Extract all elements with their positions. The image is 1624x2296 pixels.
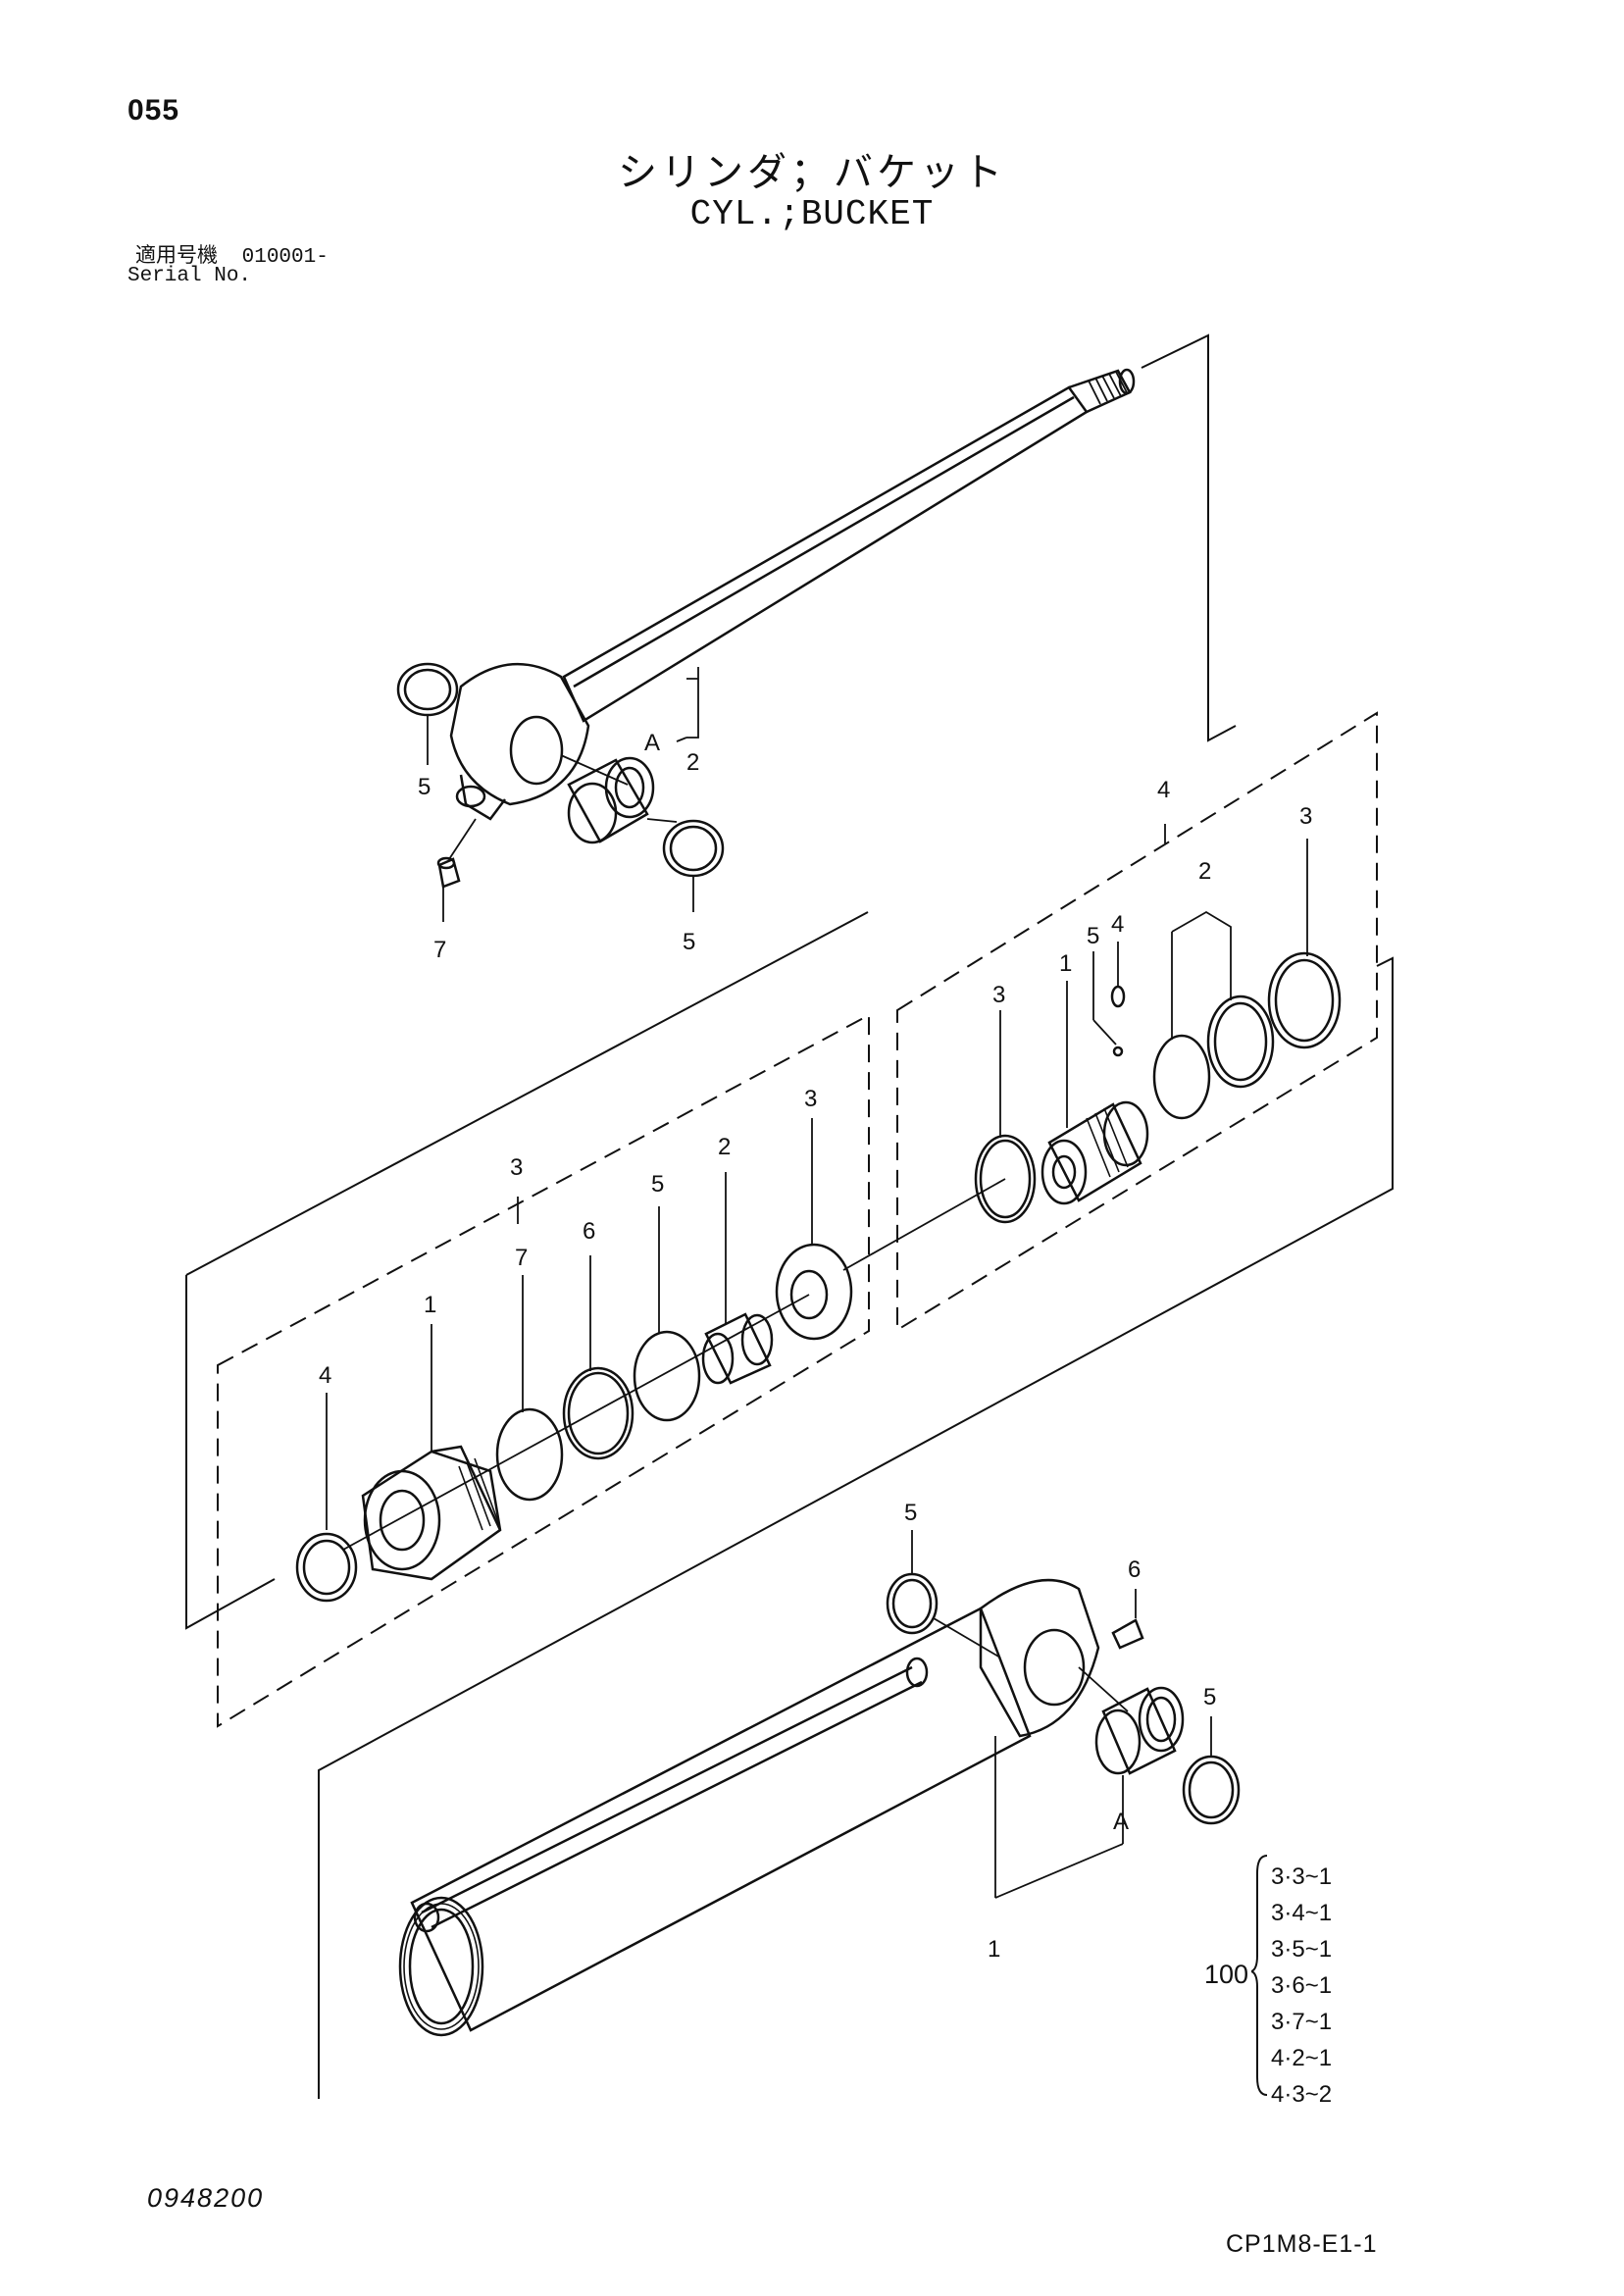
seal-kit-item: 3·5~1 <box>1271 1936 1333 1963</box>
rod-head-cover <box>361 1445 502 1581</box>
serial-line: 適用号機 010001- <box>135 239 329 269</box>
callout-tube-1: 1 <box>988 1936 1000 1963</box>
callout-piston-3a: 3 <box>1299 803 1312 830</box>
callout-piston-2: 2 <box>1198 858 1211 885</box>
callout-head-kit: 3 <box>510 1154 523 1181</box>
callout-piston-3b: 3 <box>992 982 1005 1008</box>
callout-labels: 5 A 2 5 7 4 3 3 1 5 4 2 3 3 2 5 6 7 1 4 … <box>319 730 1312 1963</box>
callout-piston-5: 5 <box>1087 923 1099 949</box>
serial-label-jp: 適用号機 <box>135 246 218 269</box>
seal-kit-item: 3·6~1 <box>1271 1972 1333 1999</box>
seal-kit-item: 4·2~1 <box>1271 2045 1333 2071</box>
head-dust-seal <box>295 1532 358 1603</box>
callout-rod-A: A <box>644 730 660 756</box>
callout-tube-A: A <box>1113 1809 1129 1835</box>
cylinder-tube <box>398 1607 1032 2037</box>
callout-head-2: 2 <box>718 1134 731 1160</box>
serial-label-en: Serial No. <box>127 265 252 287</box>
callout-tube-5b: 5 <box>1203 1684 1216 1710</box>
head-bushing <box>701 1312 774 1385</box>
seal-kit-item: 3·4~1 <box>1271 1900 1333 1926</box>
rod-grease-fitting <box>436 856 461 889</box>
piston-nut <box>1110 985 1126 1057</box>
title-english: CYL.;BUCKET <box>689 194 935 234</box>
callout-head-3: 3 <box>804 1086 817 1112</box>
callout-piston-1: 1 <box>1059 950 1072 977</box>
head-buffer-seal <box>775 1243 853 1341</box>
cylinder-pipe <box>413 1657 929 1933</box>
seal-kit-item: 3·7~1 <box>1271 2009 1333 2035</box>
callout-head-1: 1 <box>424 1292 436 1318</box>
callout-head-6: 6 <box>583 1218 595 1245</box>
piston-seal-ring <box>974 1134 1037 1224</box>
callout-head-5: 5 <box>651 1171 664 1198</box>
part-code: CP1M8-E1-1 <box>1226 2230 1378 2258</box>
callout-tube-6: 6 <box>1128 1556 1141 1583</box>
rod-eye <box>449 662 590 821</box>
seal-kit-items: 3·3~1 3·4~1 3·5~1 3·6~1 3·7~1 4·2~1 4·3~… <box>1271 1859 1332 2113</box>
brace-icon <box>1251 1855 1268 2096</box>
callout-piston-kit: 4 <box>1157 777 1170 803</box>
callout-rod-1: 5 <box>418 774 431 800</box>
piston-wear-rings <box>1152 951 1342 1120</box>
cylinder-bottom-eye <box>979 1578 1100 1738</box>
tube-dust-ring <box>886 1572 939 1635</box>
rod-bushing-A <box>567 756 655 844</box>
head-o-rings <box>495 1330 701 1502</box>
drawing-number: 0948200 <box>147 2183 265 2213</box>
seal-kit-item: 4·3~2 <box>1271 2081 1333 2108</box>
tube-grease-fitting <box>1111 1618 1144 1650</box>
piston-rod <box>562 368 1136 723</box>
title-japanese: シリンダ；バケット <box>618 151 1006 194</box>
callout-head-7: 7 <box>515 1245 528 1271</box>
rod-dust-ring-left <box>396 662 459 717</box>
seal-kit-item: 3·3~1 <box>1271 1863 1333 1890</box>
callout-rod-4: 5 <box>683 929 695 955</box>
tube-dust-ring-right <box>1182 1755 1241 1825</box>
seal-kit-number: 100 <box>1204 1960 1249 1989</box>
callout-tube-5a: 5 <box>904 1500 917 1526</box>
callout-rod-2: 2 <box>686 749 699 776</box>
serial-value: 010001- <box>241 246 329 269</box>
callout-head-4: 4 <box>319 1362 331 1389</box>
page-number: 055 <box>127 94 180 127</box>
tube-bushing-A <box>1094 1686 1185 1775</box>
rod-dust-ring-right <box>662 819 725 878</box>
callout-rod-7: 7 <box>433 937 446 963</box>
callout-piston-4: 4 <box>1111 911 1124 938</box>
piston-body <box>1040 1100 1149 1205</box>
